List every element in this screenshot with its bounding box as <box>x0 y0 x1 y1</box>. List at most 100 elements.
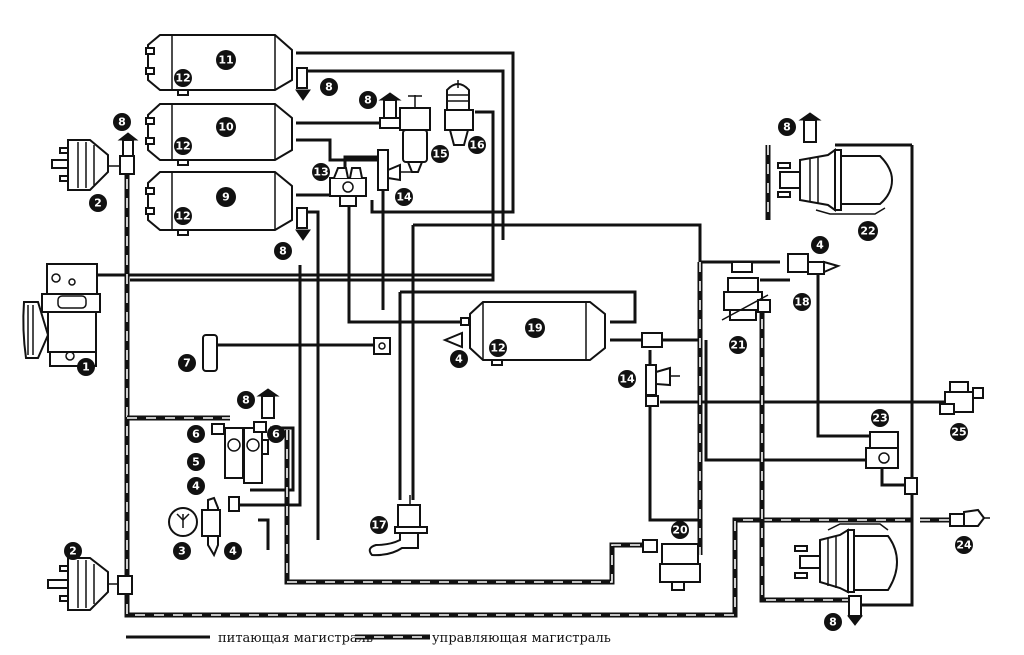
tee-block-7 <box>202 334 218 372</box>
label-23: 23 <box>871 409 889 427</box>
label-17: 17 <box>370 516 388 534</box>
svg-text:1: 1 <box>82 361 90 374</box>
coupling-head-25 <box>939 381 984 415</box>
svg-text:8: 8 <box>279 245 287 258</box>
svg-text:8: 8 <box>118 116 126 129</box>
control-line-20 <box>284 430 650 585</box>
svg-text:4: 4 <box>192 480 200 493</box>
svg-text:19: 19 <box>527 322 542 335</box>
feed-line-right-loop <box>835 143 914 607</box>
label-18: 18 <box>793 293 811 311</box>
pressure-gauge-3 <box>168 507 198 537</box>
feed-line-regulator <box>130 110 495 282</box>
svg-text:4: 4 <box>455 353 463 366</box>
label-3: 3 <box>173 542 191 560</box>
label-12-tank19: 12 <box>489 339 507 357</box>
drain-valve-8-upper-left <box>117 132 139 157</box>
label-19: 19 <box>525 318 545 338</box>
spring-brake-chamber-lower <box>794 523 899 594</box>
brake-valve-5 <box>224 427 269 484</box>
drain-valve-8-chamber22 <box>798 112 822 143</box>
valve-4-near-gauge <box>201 496 221 558</box>
svg-text:14: 14 <box>619 373 635 386</box>
svg-text:21: 21 <box>730 339 745 352</box>
relay-valve-21 <box>721 261 771 321</box>
svg-text:6: 6 <box>192 428 200 441</box>
svg-text:12: 12 <box>175 72 190 85</box>
label-21: 21 <box>729 336 747 354</box>
filter-separator-15 <box>399 95 431 173</box>
label-9: 9 <box>216 187 236 207</box>
feed-line-tank11-upper <box>296 51 515 214</box>
label-10: 10 <box>216 117 236 137</box>
coupling-head-24 <box>949 508 990 527</box>
drain-valve-8-tank11 <box>295 67 311 101</box>
feed-line-upper-right <box>413 223 780 264</box>
svg-text:12: 12 <box>175 210 190 223</box>
trailer-control-valve-23 <box>865 431 918 495</box>
air-tank-10 <box>145 103 293 166</box>
svg-text:10: 10 <box>218 121 234 134</box>
label-6-left: 6 <box>187 425 205 443</box>
drain-valve-8-tank9 <box>295 207 311 241</box>
label-8-brake-valve: 8 <box>237 391 255 409</box>
label-22: 22 <box>858 221 878 241</box>
svg-text:25: 25 <box>951 426 966 439</box>
feed-line-21-23 <box>704 340 870 462</box>
label-12-tank10: 12 <box>174 137 192 155</box>
label-4-tank19: 4 <box>450 350 468 368</box>
label-14-lower: 14 <box>618 370 636 388</box>
svg-text:14: 14 <box>396 191 412 204</box>
feed-line-tank10-lower <box>296 138 383 162</box>
svg-text:20: 20 <box>672 524 688 537</box>
svg-text:9: 9 <box>222 191 230 204</box>
legend-feed-line-label: питающая магистраль <box>218 631 373 646</box>
label-12-tank9: 12 <box>174 207 192 225</box>
air-tank-19 <box>442 301 606 366</box>
svg-text:24: 24 <box>956 539 972 552</box>
svg-text:2: 2 <box>69 545 77 558</box>
label-8-tank11: 8 <box>320 78 338 96</box>
feed-lines <box>97 51 945 607</box>
svg-text:8: 8 <box>325 81 333 94</box>
pressure-switch-14-lower <box>641 332 680 407</box>
label-8-tank9: 8 <box>274 242 292 260</box>
svg-text:8: 8 <box>242 394 250 407</box>
feed-line-tank11-lower <box>296 69 505 240</box>
svg-text:11: 11 <box>218 54 233 67</box>
label-2-lower: 2 <box>64 542 82 560</box>
fitting-6-left <box>211 423 225 435</box>
brake-chamber-2-upper <box>51 139 135 191</box>
feed-line-5-up <box>240 265 302 507</box>
svg-text:22: 22 <box>860 225 875 238</box>
feed-line-4c <box>258 518 270 550</box>
label-1: 1 <box>77 358 95 376</box>
label-4-gauge: 4 <box>224 542 242 560</box>
svg-text:18: 18 <box>794 296 809 309</box>
svg-text:6: 6 <box>272 428 280 441</box>
feed-line-19-top <box>400 290 637 324</box>
compressor-1 <box>22 263 101 367</box>
valve-18 <box>787 253 841 275</box>
valve-near-7 <box>373 337 391 355</box>
svg-text:4: 4 <box>229 545 237 558</box>
legend: питающая магистраль управляющая магистра… <box>126 631 611 646</box>
label-7: 7 <box>178 354 196 372</box>
svg-text:12: 12 <box>175 140 190 153</box>
label-11: 11 <box>216 50 236 70</box>
legend-control-line-label: управляющая магистраль <box>432 631 611 646</box>
pressure-regulator-16 <box>444 80 474 146</box>
hand-brake-valve-17 <box>368 495 428 557</box>
label-6-right: 6 <box>267 425 285 443</box>
label-16: 16 <box>468 136 486 154</box>
drain-valve-8-lower-chamber <box>846 595 864 626</box>
label-4-under5: 4 <box>187 477 205 495</box>
svg-text:16: 16 <box>469 139 485 152</box>
label-14-upper: 14 <box>395 188 413 206</box>
control-lines <box>124 145 950 618</box>
svg-text:8: 8 <box>783 121 791 134</box>
svg-text:4: 4 <box>816 239 824 252</box>
label-2-upper: 2 <box>89 194 107 212</box>
